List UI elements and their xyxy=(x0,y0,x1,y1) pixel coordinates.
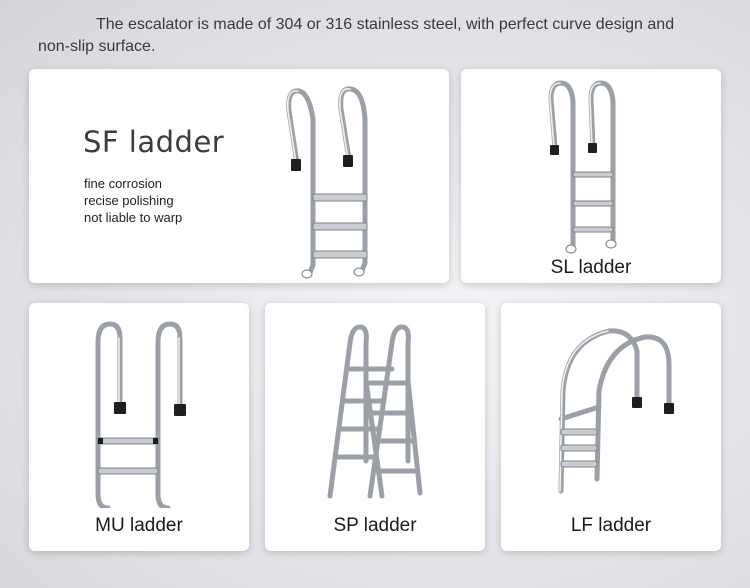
sf-feature-list: fine corrosion recise polishing not liab… xyxy=(84,175,182,226)
sf-ladder-image xyxy=(286,86,368,279)
sl-ladder-image xyxy=(548,80,617,254)
sp-ladder-image xyxy=(327,324,423,499)
mu-ladder-image xyxy=(95,321,186,508)
sp-ladder-label: SP ladder xyxy=(333,515,417,536)
mu-ladder-card: MU ladder xyxy=(29,303,249,551)
lf-ladder-card: LF ladder xyxy=(501,303,721,551)
lf-ladder-image xyxy=(558,328,674,494)
sf-feature-item: not liable to warp xyxy=(84,210,183,225)
sf-feature-item: recise polishing xyxy=(84,193,174,208)
sf-ladder-title: SF ladder xyxy=(83,125,225,159)
lf-ladder-label: LF ladder xyxy=(570,515,652,536)
sp-ladder-card: SP ladder xyxy=(265,303,485,551)
intro-line-1: The escalator is made of 304 or 316 stai… xyxy=(96,16,675,33)
mu-ladder-label: MU ladder xyxy=(95,515,183,536)
sf-feature-item: fine corrosion xyxy=(84,176,163,191)
sl-ladder-card: SL ladder xyxy=(461,69,721,283)
sf-ladder-card: SF ladder fine corrosion recise polishin… xyxy=(29,69,449,283)
intro-line-2: non-slip surface. xyxy=(38,38,156,55)
sl-ladder-label: SL ladder xyxy=(550,257,632,278)
intro-text: The escalator is made of 304 or 316 stai… xyxy=(38,14,738,58)
